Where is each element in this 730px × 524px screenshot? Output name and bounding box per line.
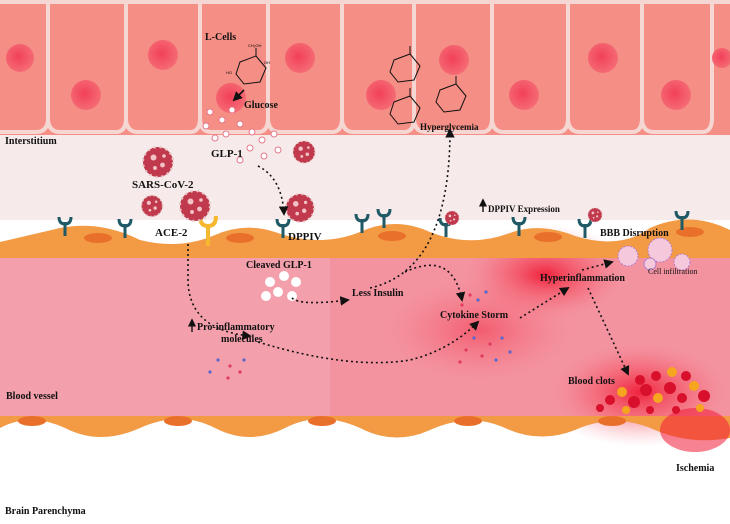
pathway-arrows [187,128,630,376]
hyperglycemia-label: Hyperglycemia [420,122,479,132]
cytokine-storm-label: Cytokine Storm [440,310,509,321]
molecules-label: molecules [221,334,263,345]
glp1-granules [202,106,282,164]
cytokine-dots [208,290,512,380]
arrow-ace2-to-pro-inflammatory [187,244,252,341]
bbb-disruption-label: BBB Disruption [600,228,669,239]
cell-infiltration-label: Cell infiltration [648,267,698,276]
cleaved-glp1-label: Cleaved GLP-1 [246,260,312,271]
l-cell-nuclei [6,40,730,113]
bbb-infiltrating-cells [617,237,691,271]
sars-cov-2-label: SARS-CoV-2 [132,179,194,191]
arrow-hyperinflammation-to-bbb [581,259,614,271]
arrow-glp1-to-dppiv [257,165,289,216]
glucose-label: Glucose [244,100,278,111]
glp1-label: GLP-1 [211,148,243,160]
glucose-molecule-2 [389,46,421,83]
less-insulin-label: Less Insulin [352,288,404,299]
arrow-pro-inflammatory-to-cytokine [257,320,480,364]
interstitium-label: Interstitium [5,136,57,147]
glucose-arrow [232,89,245,102]
glucose-molecule: CH₂OH OH HO [226,43,270,85]
glucose-molecule-3 [435,76,467,113]
l-cell-layer [0,0,730,135]
glucose-ch2oh: CH₂OH [248,43,261,48]
ischemia-label: Ischemia [676,463,714,474]
pro-inflammatory-label: Pro-inflammatory [197,322,275,333]
glucose-ho: HO [226,70,232,75]
lower-endothelium [0,408,730,452]
brain-parenchyma-label: Brain Parenchyma [5,506,86,517]
l-cell-borders [0,0,714,134]
glucose-molecule-4 [389,88,421,125]
hyperinflammation-label: Hyperinflammation [540,273,625,284]
blood-vessel [0,225,730,447]
l-cells-label: L-Cells [205,32,236,43]
increase-arrows [187,198,488,332]
arrow-hyperinflammation-to-clots [587,287,630,376]
ace2-label: ACE-2 [155,227,188,239]
upper-endothelium [0,219,730,258]
blood-clots [596,367,710,414]
blood-vessel-label: Blood vessel [6,391,58,402]
text-labels: L-Cells Glucose Interstitium GLP-1 SARS-… [5,32,714,517]
cleaved-glp1-particles [261,271,301,301]
ace2-receptor [198,215,218,246]
dppiv-expression-label: DPPIV Expression [488,204,560,214]
blood-clots-label: Blood clots [568,376,615,387]
dppiv-label: DPPIV [288,231,322,243]
glucose-oh-1: OH [264,60,270,65]
interstitium-region [0,135,730,220]
